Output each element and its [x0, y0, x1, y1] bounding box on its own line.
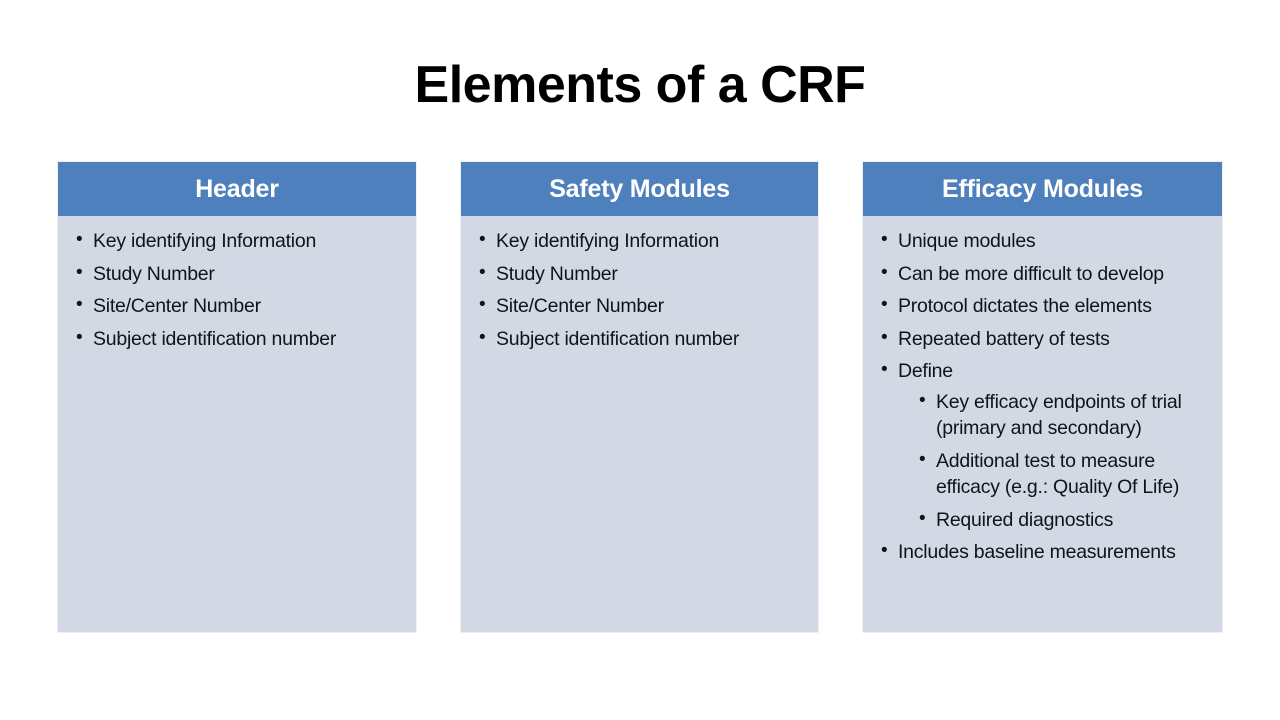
bullet-text: Unique modules: [898, 230, 1036, 252]
bullet-text: Subject identification number: [93, 327, 337, 350]
bullet-text: Define: [898, 360, 953, 383]
bullet-list: Key identifying Information Study Number…: [475, 227, 808, 353]
bullet-text: Site/Center Number: [496, 295, 664, 318]
sub-list-item: Required diagnostics: [917, 506, 1212, 534]
card-title: Efficacy Modules: [941, 174, 1144, 203]
bullet-text: Can be more difficult to develop: [898, 262, 1164, 285]
bullet-text: Study Number: [496, 262, 618, 285]
card-header-column: Header Key identifying Information Study…: [58, 162, 416, 632]
page-title: Elements of a CRF: [414, 56, 866, 114]
card-title: Header: [195, 174, 279, 203]
list-item: Site/Center Number: [72, 292, 406, 320]
list-item: Study Number: [475, 260, 808, 288]
list-item: Key identifying Information: [475, 227, 808, 255]
bullet-text: Subject identification number: [496, 327, 740, 350]
list-item: Study Number: [72, 260, 406, 288]
list-item: Define Key efficacy endpoints of trial (…: [877, 357, 1212, 534]
card-safety-modules-column: Safety Modules Key identifying Informati…: [461, 162, 818, 632]
card-title: Safety Modules: [549, 174, 730, 203]
list-item: Repeated battery of tests: [877, 325, 1212, 353]
card-body: Unique modules Can be more difficult to …: [863, 216, 1222, 582]
bullet-list: Unique modules Can be more difficult to …: [877, 227, 1212, 566]
list-item: Unique modules: [877, 227, 1212, 255]
sub-bullet-list: Key efficacy endpoints of trial (primary…: [898, 388, 1212, 534]
card-efficacy-modules-column: Efficacy Modules Unique modules Can be m…: [863, 162, 1222, 632]
sub-bullet-text: Required diagnostics: [936, 508, 1114, 531]
list-item: Subject identification number: [475, 325, 808, 353]
list-item: Protocol dictates the elements: [877, 292, 1212, 320]
list-item: Can be more difficult to develop: [877, 260, 1212, 288]
list-item: Subject identification number: [72, 325, 406, 353]
bullet-list: Key identifying Information Study Number…: [72, 227, 406, 353]
bullet-text: Study Number: [93, 262, 215, 285]
sub-bullet-text: Additional test to measure efficacy (e.g…: [936, 449, 1180, 499]
bullet-text: Site/Center Number: [93, 295, 261, 318]
list-item: Key identifying Information: [72, 227, 406, 255]
card-header-bar: Safety Modules: [461, 162, 818, 216]
list-item: Site/Center Number: [475, 292, 808, 320]
bullet-text: Key identifying Information: [93, 230, 317, 252]
sub-bullet-text: Key efficacy endpoints of trial (primary…: [936, 390, 1182, 440]
card-header-bar: Header: [58, 162, 416, 216]
card-header-bar: Efficacy Modules: [863, 162, 1222, 216]
sub-list-item: Key efficacy endpoints of trial (primary…: [917, 388, 1212, 442]
card-body: Key identifying Information Study Number…: [461, 216, 818, 368]
list-item: Includes baseline measurements: [877, 538, 1212, 566]
bullet-text: Protocol dictates the elements: [898, 295, 1152, 318]
bullet-text: Key identifying Information: [496, 230, 720, 252]
columns-container: Header Key identifying Information Study…: [58, 162, 1222, 632]
bullet-text: Repeated battery of tests: [898, 327, 1110, 350]
bullet-text: Includes baseline measurements: [898, 541, 1176, 564]
sub-list-item: Additional test to measure efficacy (e.g…: [917, 447, 1212, 501]
card-body: Key identifying Information Study Number…: [58, 216, 416, 368]
